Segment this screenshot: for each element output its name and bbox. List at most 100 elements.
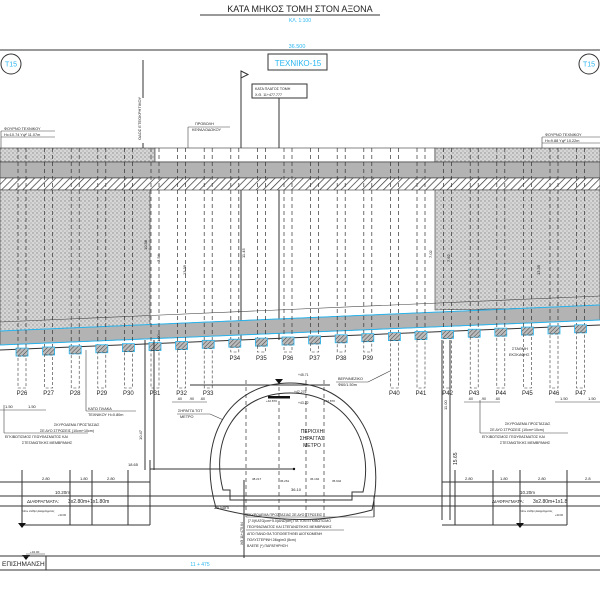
- pile-shaft: [230, 346, 240, 353]
- left-ceiling-note: ΦΟΥΡΝΟ ΤΕΧΝΙΚΟΥ Hι=10.74 Υψ² 11.07m: [0, 127, 55, 150]
- svg-text:ΜΕΤΡΟ: ΜΕΤΡΟ: [180, 415, 194, 419]
- pile-shaft: [390, 340, 399, 389]
- pile-head: [42, 346, 55, 356]
- pile-head: [441, 329, 455, 339]
- svg-text:Τ15: Τ15: [5, 62, 17, 69]
- top-dimension: 36.500: [289, 44, 306, 50]
- pile-head: [254, 337, 268, 347]
- pile: P30: [122, 343, 135, 397]
- membrane-line-bottom: [0, 319, 600, 346]
- station-label: 11 + 475: [190, 562, 209, 568]
- svg-text:ΦΟΥΡΝΟ ΤΕΧΝΙΚΟΥ: ΦΟΥΡΝΟ ΤΕΧΝΙΚΟΥ: [545, 133, 582, 137]
- svg-text:13.39: 13.39: [182, 264, 187, 275]
- tunnel-width: 36.50m: [214, 505, 229, 510]
- pile: P26: [15, 347, 29, 397]
- protection-note-right: ΣΚΥΡΟΔΕΜΑ ΠΡΟΣΤΑΣΙΑΣ ΣΕ ΔΥΟ ΣΤΡΩΣΕΙΣ (10…: [479, 400, 568, 445]
- svg-text:10.20m: 10.20m: [55, 490, 70, 495]
- svg-text:36.10: 36.10: [291, 487, 302, 492]
- pile-spacing-mid-left: .60 .90 .60: [172, 397, 207, 403]
- svg-text:+42.870: +42.870: [266, 399, 277, 403]
- svg-text:+33.00: +33.00: [555, 513, 564, 517]
- svg-text:1.80: 1.80: [80, 476, 89, 481]
- svg-text:ΠΟΛΥΣΤΕΡΙΝΗ 24kg/m3 (8cm): ΠΟΛΥΣΤΕΡΙΝΗ 24kg/m3 (8cm): [247, 538, 296, 542]
- vertical-dimensions: 10.38 7.54 13.39 11.45 7.02 13.39 7.62 1…: [138, 239, 541, 520]
- pile-shaft: [496, 335, 506, 389]
- pile: P36: [281, 336, 295, 362]
- pile-shaft: [203, 348, 213, 389]
- svg-text:7.62: 7.62: [446, 253, 451, 262]
- svg-text:36.261: 36.261: [280, 479, 290, 483]
- svg-text:ΜΕΤΡΟ: ΜΕΤΡΟ: [303, 443, 321, 449]
- svg-text:2.80: 2.80: [107, 476, 116, 481]
- svg-text:ΦΟΥΡΝΟ ΤΕΧΝΙΚΟΥ: ΦΟΥΡΝΟ ΤΕΧΝΙΚΟΥ: [4, 127, 41, 131]
- pile-label: P42: [442, 391, 453, 397]
- pile: P34: [228, 338, 242, 362]
- pile: P45: [521, 326, 534, 397]
- pile-shaft: [97, 352, 107, 389]
- pile-spacing-mid-right: .60 .90 .60: [464, 397, 500, 403]
- pile-label: P29: [96, 391, 107, 397]
- svg-text:+45.71: +45.71: [298, 373, 309, 377]
- pile-head: [308, 335, 322, 345]
- svg-text:Hι=10.74 Υψ² 11.07m: Hι=10.74 Υψ² 11.07m: [4, 133, 40, 137]
- pile: P29: [95, 344, 109, 397]
- pile: P43: [467, 328, 481, 397]
- pile-shaft: [150, 350, 160, 389]
- pile-shaft: [336, 342, 346, 353]
- metro-area-label: ΠΕΡΙΟΧΗ ΣΗΡΑΓΓΑΣ ΜΕΤΡΟ: [300, 429, 324, 449]
- pile-head: [361, 333, 375, 343]
- pile-head: [414, 331, 428, 340]
- roof-void-center: [154, 147, 436, 163]
- pile-shaft: [549, 333, 559, 389]
- svg-text:+42.275: +42.275: [294, 390, 306, 394]
- svg-text:11.00: 11.00: [443, 400, 448, 410]
- pile-label: P33: [203, 391, 214, 397]
- svg-text:ΔΙΑΦΡΑΓΜΑΤΑ:: ΔΙΑΦΡΑΓΜΑΤΑ:: [492, 499, 524, 504]
- svg-text:ΠΡΟΒΟΛΗ: ΠΡΟΒΟΛΗ: [195, 122, 214, 126]
- pile-shaft: [257, 345, 266, 353]
- cross-section-box: ΚΑΤΑ ΠΛΑΤΟΣ ΤΟΜΗ Χ.Θ. 11+477.777: [251, 83, 308, 99]
- slab-top-line: [0, 295, 600, 323]
- pile: P42: [441, 329, 455, 397]
- svg-text:ΠΕΡΙΟΧΗ: ΠΕΡΙΟΧΗ: [301, 429, 324, 435]
- bottom-note: ΣΚΥΡΟΔΕΜΑ ΠΡΟΣΤΑΣΙΑΣ ΣΕ ΔΥΟ ΣΤΡΩΣΕΙΣ [7.…: [246, 496, 375, 548]
- svg-text:10.47: 10.47: [138, 429, 143, 440]
- pile-head: [148, 342, 162, 351]
- pile-head: [228, 338, 242, 348]
- pile-label: P37: [309, 356, 320, 362]
- pile-shaft: [576, 332, 585, 389]
- pile: P31: [148, 342, 162, 397]
- pile-head: [122, 343, 135, 353]
- svg-text:1.50: 1.50: [588, 396, 597, 401]
- pile-head: [494, 327, 508, 337]
- pile-shaft: [469, 336, 479, 389]
- svg-text:ΣΤΕΓΑΝΩΤΙΚΗΣ ΜΕΜΒΡΑΝΗΣ: ΣΤΕΓΑΝΩΤΙΚΗΣ ΜΕΜΒΡΑΝΗΣ: [500, 441, 551, 445]
- svg-text:+34.00: +34.00: [30, 550, 40, 554]
- pile-spacing-left: 1.50 1.50: [0, 404, 46, 411]
- svg-text:.60: .60: [177, 397, 182, 401]
- pile-label: P35: [256, 356, 267, 362]
- pile-label: P34: [229, 356, 240, 362]
- svg-text:7.02: 7.02: [428, 249, 433, 258]
- pile-shaft: [363, 341, 373, 353]
- pile-head: [175, 341, 189, 350]
- svg-text:ΕΚΣΚΑΦΗΣ: ΕΚΣΚΑΦΗΣ: [509, 353, 530, 357]
- hatched-layer: [0, 177, 600, 191]
- pile-head: [387, 332, 401, 341]
- svg-text:.90: .90: [481, 397, 486, 401]
- tunnel-station: ΧΘ 11+475.64: [240, 522, 244, 545]
- pile-shaft: [443, 338, 452, 389]
- svg-text:[7.0(ΚΑΤΩ)cm+5.0(ΑΝΩ)cm] ΓΙΑ Τ: [7.0(ΚΑΤΩ)cm+5.0(ΑΝΩ)cm] ΓΙΑ ΤΟΝ ΕΓΚΙΒΩΤ…: [248, 519, 331, 523]
- pile-label: P43: [469, 391, 480, 397]
- body-fill-right: [434, 189, 600, 311]
- axis-marker-left: Τ15: [0, 53, 22, 75]
- svg-text:Κάτω στάθμη Διαφράγματος: Κάτω στάθμη Διαφράγματος: [520, 509, 553, 513]
- svg-text:.60: .60: [200, 397, 205, 401]
- pile: P28: [68, 345, 82, 397]
- excavation-note: ΣΤΑΘΜΗ ΕΚΣΚΑΦΗΣ: [509, 347, 530, 357]
- right-diaphragm-dims: 2.80 1.80 2.80 2.8 10.20m ΔΙΑΦΡΑΓΜΑΤΑ: 3…: [442, 470, 600, 528]
- svg-text:7.54: 7.54: [156, 253, 161, 262]
- roof-fill-left: [0, 147, 156, 163]
- svg-text:.60: .60: [468, 397, 473, 401]
